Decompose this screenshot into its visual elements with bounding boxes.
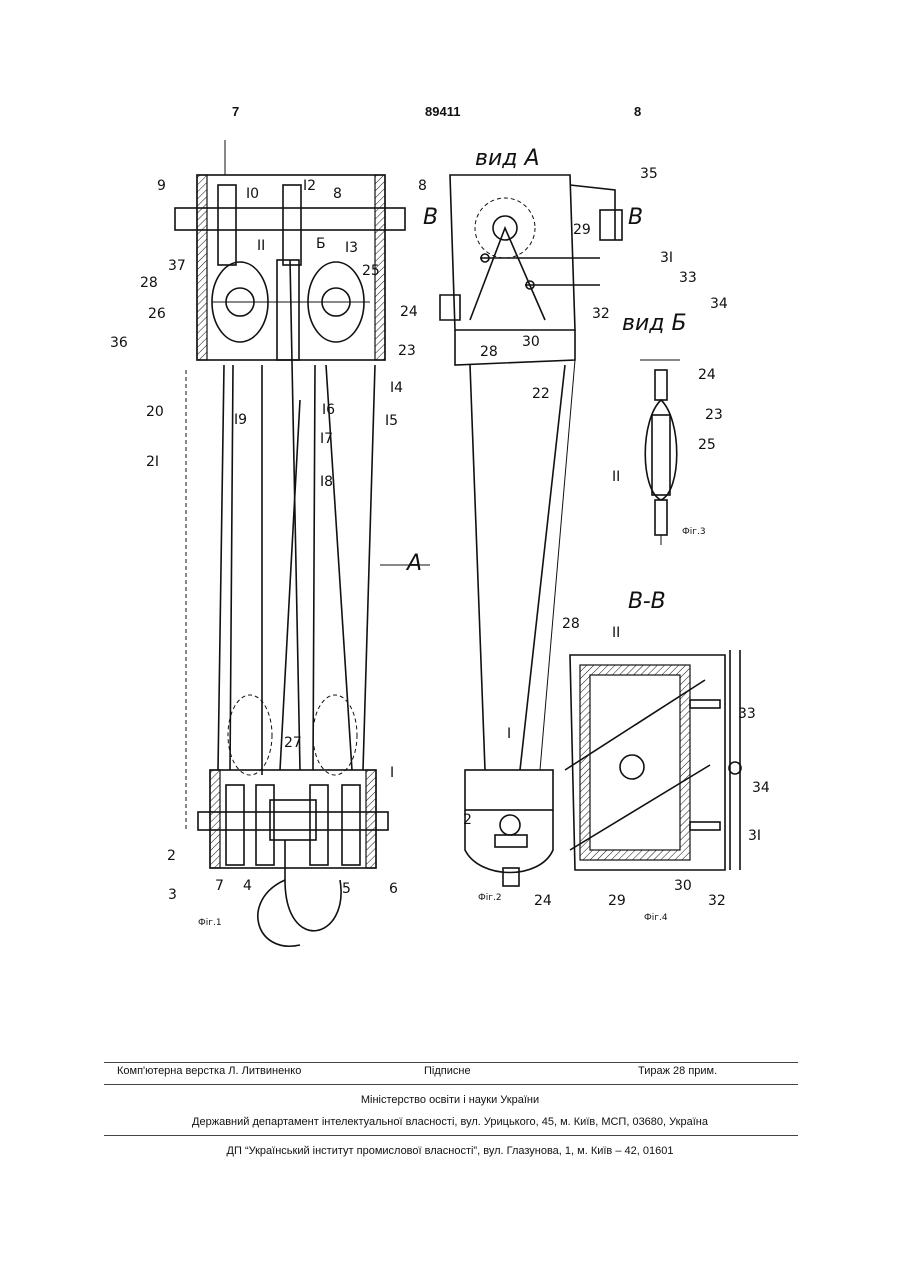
- section-mark-right: B: [628, 205, 643, 230]
- label-8: 8: [333, 186, 342, 202]
- label-22: 22: [532, 386, 550, 402]
- label-29: 29: [573, 222, 591, 238]
- label-13: I3: [345, 240, 358, 256]
- label-11: II: [257, 238, 265, 254]
- section-bb-title: B-B: [628, 589, 666, 614]
- label-10: I0: [246, 186, 259, 202]
- label-33: 33: [679, 270, 697, 286]
- institute: ДП “Український інститут промислової вла…: [0, 1145, 900, 1157]
- footer-rule-bottom: [104, 1135, 798, 1136]
- label-4: 4: [243, 878, 252, 894]
- label-25: 25: [362, 263, 380, 279]
- section-mark-left: B: [423, 205, 438, 230]
- figure-4-caption: Фіг.4: [644, 913, 668, 923]
- label-28-fig4: 28: [562, 616, 580, 632]
- label-14: I4: [390, 380, 403, 396]
- label-30: 30: [522, 334, 540, 350]
- label-26: 26: [148, 306, 166, 322]
- label-b: Б: [316, 236, 326, 252]
- label-9: 9: [157, 178, 166, 194]
- label-27: 27: [284, 735, 302, 751]
- label-12: I2: [303, 178, 316, 194]
- label-23: 23: [398, 343, 416, 359]
- label-29-fig4: 29: [608, 893, 626, 909]
- label-23-fig3: 23: [705, 407, 723, 423]
- ministry: Міністерство освіти і науки України: [0, 1094, 900, 1106]
- figure-3: [640, 360, 680, 545]
- label-37: 37: [168, 258, 186, 274]
- view-a-title: вид A: [475, 146, 540, 171]
- label-18: I8: [320, 474, 333, 490]
- footer-rule-top: [104, 1062, 798, 1063]
- figure-2-caption: Фіг.2: [478, 893, 502, 903]
- label-36: 36: [110, 335, 128, 351]
- layout-credit: Комп'ютерна верстка Л. Литвиненко: [117, 1065, 301, 1077]
- label-7: 7: [215, 878, 224, 894]
- label-34-fig4: 34: [752, 780, 770, 796]
- view-b-title: вид Б: [622, 311, 687, 336]
- label-31: 3I: [660, 250, 673, 266]
- label-19: I9: [234, 412, 247, 428]
- label-35: 35: [640, 166, 658, 182]
- label-11-fig3: II: [612, 469, 620, 485]
- label-24: 24: [400, 304, 418, 320]
- label-21: 2I: [146, 454, 159, 470]
- label-28: 28: [140, 275, 158, 291]
- label-32: 32: [592, 306, 610, 322]
- label-8-fig2: 8: [418, 178, 427, 194]
- footer-rule-middle: [104, 1084, 798, 1085]
- figure-1: [175, 140, 430, 946]
- signed-note: Підписне: [424, 1065, 471, 1077]
- label-24-fig3: 24: [698, 367, 716, 383]
- label-2-fig2: 2: [463, 812, 472, 828]
- department: Державний департамент інтелектуальної вл…: [0, 1116, 900, 1128]
- label-6: 6: [389, 881, 398, 897]
- figure-4: [565, 650, 741, 870]
- label-25-fig3: 25: [698, 437, 716, 453]
- label-34: 34: [710, 296, 728, 312]
- label-31-fig4: 3I: [748, 828, 761, 844]
- figure-1-caption: Фіг.1: [198, 918, 222, 928]
- label-I-fig2: I: [507, 726, 511, 742]
- label-16: I6: [322, 402, 335, 418]
- label-5: 5: [342, 881, 351, 897]
- label-24-fig4: 24: [534, 893, 552, 909]
- label-30-fig4: 30: [674, 878, 692, 894]
- label-2: 2: [167, 848, 176, 864]
- label-33-fig4: 33: [738, 706, 756, 722]
- circulation: Тираж 28 прим.: [638, 1065, 717, 1077]
- label-28-fig2: 28: [480, 344, 498, 360]
- label-a: A: [405, 551, 422, 576]
- label-20: 20: [146, 404, 164, 420]
- label-17: I7: [320, 431, 333, 447]
- label-32-fig4: 32: [708, 893, 726, 909]
- label-I: I: [390, 765, 394, 781]
- label-11-fig4: II: [612, 625, 620, 641]
- label-3: 3: [168, 887, 177, 903]
- label-15: I5: [385, 413, 398, 429]
- figure-3-caption: Фіг.3: [682, 527, 706, 537]
